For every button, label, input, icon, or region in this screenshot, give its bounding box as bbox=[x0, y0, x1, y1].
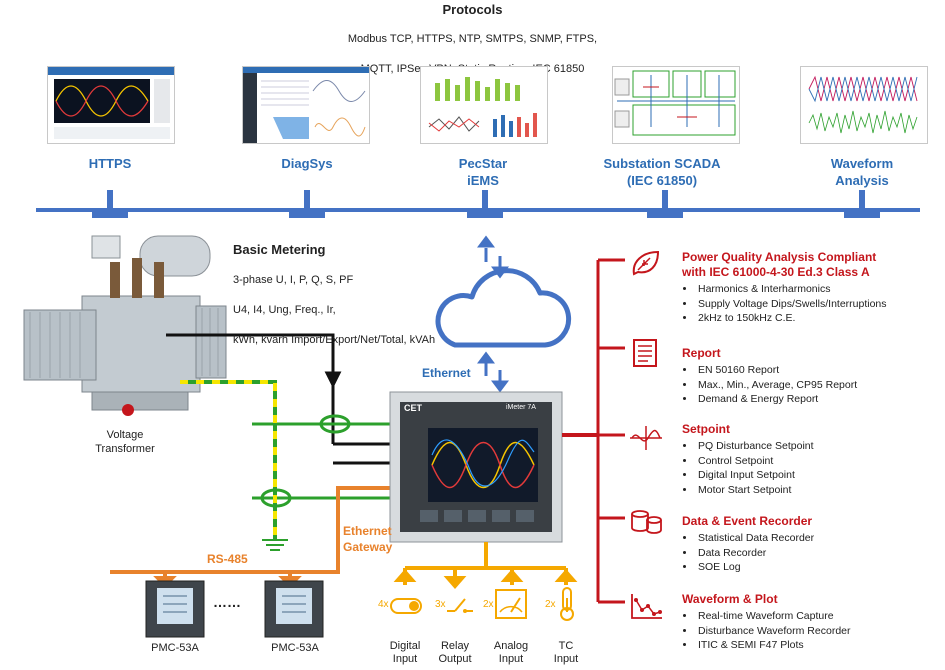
thermometer-icon bbox=[560, 587, 574, 621]
feature-item: Harmonics & Interharmonics bbox=[696, 282, 944, 297]
iems-screenshot-thumbnail bbox=[420, 66, 548, 144]
app-label-iems: PecStar iEMS bbox=[458, 156, 508, 188]
app-label-scada: Substation SCADA (IEC 61850) bbox=[603, 156, 721, 188]
metering-line: kWh, kvarh Import/Export/Net/Total, kVAh bbox=[233, 334, 436, 346]
rs485-label: RS-485 bbox=[207, 552, 248, 566]
feature-item: SOE Log bbox=[696, 560, 944, 575]
feature-title: Setpoint bbox=[682, 422, 730, 436]
meter-ellipsis: …… bbox=[213, 594, 241, 610]
io-multiplier: 3x bbox=[435, 599, 446, 610]
analog-input-icon bbox=[495, 589, 527, 619]
bus-connector-waveform bbox=[844, 190, 880, 218]
waveform-screenshot-thumbnail bbox=[800, 66, 928, 144]
green-wires bbox=[252, 414, 390, 508]
feature-item: PQ Disturbance Setpoint bbox=[696, 439, 944, 454]
metering-line: 3-phase U, I, P, Q, S, PF bbox=[233, 274, 354, 286]
feature-item: Control Setpoint bbox=[696, 454, 944, 469]
feature-item: EN 50160 Report bbox=[696, 363, 944, 378]
bus-connector-https bbox=[92, 190, 128, 218]
feature-list: PQ Disturbance Setpoint Control Setpoint… bbox=[682, 439, 944, 497]
ethernet-label: Ethernet bbox=[422, 366, 471, 380]
meter-illustration bbox=[389, 391, 563, 543]
bus-connector-scada bbox=[647, 190, 683, 218]
feature-report: Report EN 50160 Report Max., Min., Avera… bbox=[682, 346, 944, 407]
protocols-title: Protocols bbox=[442, 2, 503, 17]
feature-item: ITIC & SEMI F47 Plots bbox=[696, 638, 944, 653]
feature-power-quality: Power Quality Analysis Compliant with IE… bbox=[682, 250, 944, 326]
database-icon bbox=[631, 510, 662, 534]
protocols-line: Modbus TCP, HTTPS, NTP, SMTPS, SNMP, FTP… bbox=[347, 33, 598, 45]
report-icon bbox=[633, 339, 657, 367]
io-label-analog-input: Analog Input bbox=[493, 640, 529, 665]
pmc53a-meter-1 bbox=[145, 580, 205, 638]
digital-input-icon bbox=[390, 598, 422, 614]
feature-item: Digital Input Setpoint bbox=[696, 468, 944, 483]
io-multiplier: 4x bbox=[378, 599, 389, 610]
black-wires bbox=[166, 333, 390, 465]
ground-symbol bbox=[262, 539, 288, 551]
earth-wire bbox=[180, 380, 277, 540]
feature-list: Harmonics & Interharmonics Supply Voltag… bbox=[682, 282, 944, 326]
app-label-waveform: Waveform Analysis bbox=[830, 156, 894, 188]
https-screenshot-thumbnail bbox=[47, 66, 175, 144]
waveform-plot-icon bbox=[631, 594, 662, 619]
feature-item: Real-time Waveform Capture bbox=[696, 609, 944, 624]
bus-connector-diagsys bbox=[289, 190, 325, 218]
io-label-tc-input: TC Input bbox=[553, 640, 579, 665]
feature-title: Waveform & Plot bbox=[682, 592, 778, 606]
pmc53a-label: PMC-53A bbox=[151, 642, 199, 654]
feature-item: 2kHz to 150kHz C.E. bbox=[696, 311, 944, 326]
app-label-diagsys: DiagSys bbox=[281, 156, 333, 171]
io-label-relay-output: Relay Output bbox=[438, 640, 472, 665]
pmc53a-meter-2 bbox=[264, 580, 324, 638]
feature-item: Statistical Data Recorder bbox=[696, 531, 944, 546]
feature-title: Data & Event Recorder bbox=[682, 514, 813, 528]
feature-waveform-plot: Waveform & Plot Real-time Waveform Captu… bbox=[682, 592, 944, 653]
power-quality-icon bbox=[632, 250, 660, 276]
setpoint-icon bbox=[630, 426, 662, 450]
bus-connector-iems bbox=[467, 190, 503, 218]
feature-data-recorder: Data & Event Recorder Statistical Data R… bbox=[682, 514, 944, 575]
pmc53a-label: PMC-53A bbox=[271, 642, 319, 654]
cloud-icon bbox=[435, 268, 572, 348]
feature-item: Max., Min., Average, CP95 Report bbox=[696, 378, 944, 393]
transformer-illustration bbox=[23, 235, 227, 416]
app-label-https: HTTPS bbox=[88, 156, 132, 171]
feature-item: Disturbance Waveform Recorder bbox=[696, 624, 944, 639]
io-label-digital-input: Digital Input bbox=[389, 640, 421, 665]
feature-list: Statistical Data Recorder Data Recorder … bbox=[682, 531, 944, 575]
diagsys-screenshot-thumbnail bbox=[242, 66, 370, 144]
feature-item: Motor Start Setpoint bbox=[696, 483, 944, 498]
io-multiplier: 2x bbox=[545, 599, 556, 610]
feature-list: EN 50160 Report Max., Min., Average, CP9… bbox=[682, 363, 944, 407]
feature-title: Power Quality Analysis Compliant with IE… bbox=[682, 250, 877, 279]
transformer-label: Voltage Transformer bbox=[95, 429, 155, 455]
feature-item: Supply Voltage Dips/Swells/Interruptions bbox=[696, 297, 944, 312]
basic-metering-list: 3-phase U, I, P, Q, S, PF U4, I4, Ung, F… bbox=[233, 258, 435, 363]
relay-output-icon bbox=[447, 598, 473, 613]
feature-title: Report bbox=[682, 346, 721, 360]
meter-brand: CET bbox=[404, 403, 422, 413]
io-multiplier: 2x bbox=[483, 599, 494, 610]
basic-metering-title: Basic Metering bbox=[233, 242, 326, 257]
ethernet-arrows bbox=[477, 351, 509, 393]
rs485-line bbox=[110, 486, 390, 574]
scada-screenshot-thumbnail bbox=[612, 66, 740, 144]
ethernet-gateway-label: Ethernet Gateway bbox=[343, 524, 393, 554]
feature-list: Real-time Waveform Capture Disturbance W… bbox=[682, 609, 944, 653]
metering-line: U4, I4, Ung, Freq., Ir, bbox=[233, 304, 336, 316]
feature-setpoint: Setpoint PQ Disturbance Setpoint Control… bbox=[682, 422, 944, 497]
meter-model: iMeter 7A bbox=[506, 404, 536, 411]
feature-item: Data Recorder bbox=[696, 546, 944, 561]
feature-item: Demand & Energy Report bbox=[696, 392, 944, 407]
